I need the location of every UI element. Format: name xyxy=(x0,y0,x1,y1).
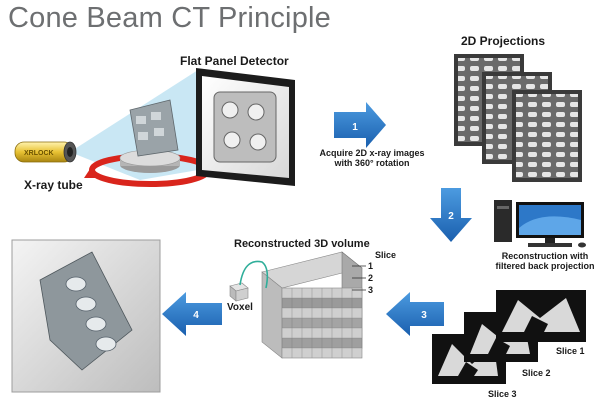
step-1-number: 1 xyxy=(352,122,358,133)
reconstruction-caption: Reconstruction with filtered back projec… xyxy=(490,251,600,271)
step-3-number: 3 xyxy=(421,310,427,321)
voxel-label: Voxel xyxy=(227,302,253,313)
slice-2-label: Slice 2 xyxy=(522,368,551,378)
tube-brand-label: XRLOCK xyxy=(24,150,54,157)
computer-icon xyxy=(494,200,586,248)
page-title: Cone Beam CT Principle xyxy=(8,2,332,34)
slice-pointers xyxy=(352,265,366,291)
reconstruction-caption-line-1: Reconstruction with xyxy=(501,251,589,261)
rendered-volume-box xyxy=(11,239,161,393)
step-2-arrow: 2 xyxy=(430,188,472,242)
slice-index-1: 1 xyxy=(368,261,374,271)
slice-header-label: Slice xyxy=(375,250,397,260)
projections-label: 2D Projections xyxy=(461,34,546,48)
slice-1-label: Slice 1 xyxy=(556,346,585,356)
slice-3-label: Slice 3 xyxy=(488,389,517,399)
reconstruction-caption-line-2: filtered back projection xyxy=(495,261,595,271)
reconstructed-volume-cube xyxy=(261,251,363,359)
volume-label: Reconstructed 3D volume xyxy=(234,238,370,250)
acquire-caption-line-2: with 360° rotation xyxy=(334,158,410,168)
step-1-arrow: 1 xyxy=(334,102,386,148)
slice-index-3: 3 xyxy=(368,285,374,295)
step-4-number: 4 xyxy=(193,310,199,321)
flat-panel-detector xyxy=(196,68,295,186)
xray-tube-label: X-ray tube xyxy=(24,178,83,192)
step-4-arrow: 4 xyxy=(162,292,222,336)
slice-index-2: 2 xyxy=(368,273,374,283)
slice-images xyxy=(432,290,586,384)
voxel-cube xyxy=(229,260,269,302)
xray-tube: XRLOCK xyxy=(14,141,77,163)
acquire-caption: Acquire 2D x-ray images with 360° rotati… xyxy=(312,148,432,168)
engine-object xyxy=(129,99,179,157)
step-3-arrow: 3 xyxy=(386,292,444,336)
detector-label: Flat Panel Detector xyxy=(180,54,289,68)
projections-stack xyxy=(454,54,582,182)
step-2-number: 2 xyxy=(448,211,454,222)
rotation-stage xyxy=(84,149,211,187)
acquire-caption-line-1: Acquire 2D x-ray images xyxy=(319,148,425,158)
